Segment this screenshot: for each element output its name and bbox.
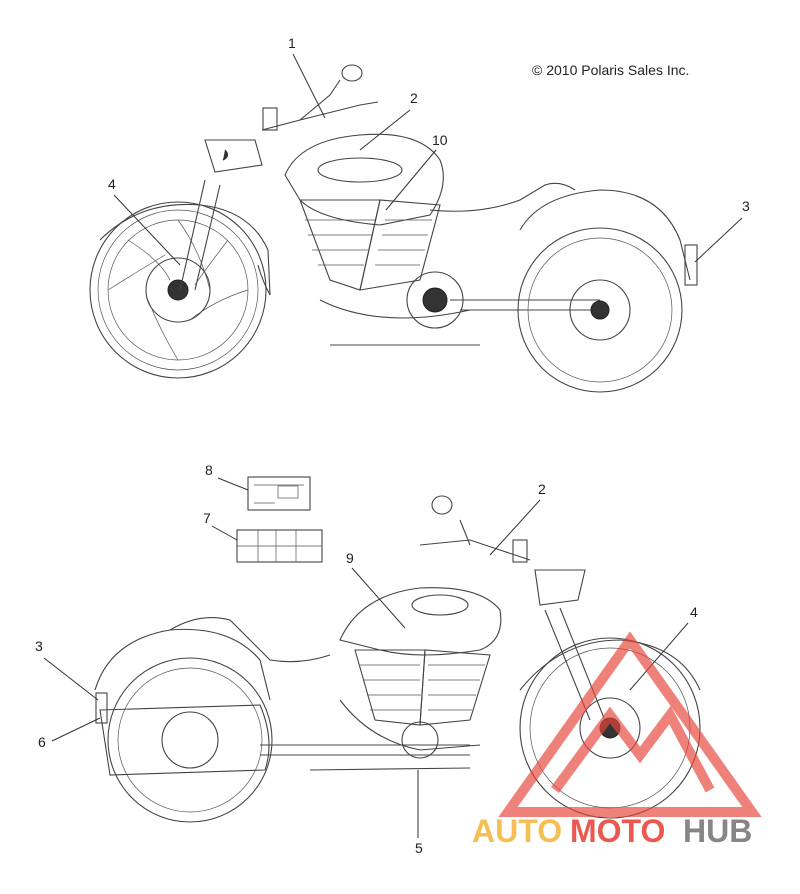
decal-7 bbox=[211, 525, 323, 563]
bottom-engine bbox=[339, 649, 491, 759]
callout-top-2: 2 bbox=[410, 90, 418, 106]
callout-top-1: 1 bbox=[288, 35, 296, 51]
top-fuel-tank bbox=[284, 133, 444, 226]
bottom-callouts: 2 9 4 3 6 5 bbox=[35, 481, 698, 856]
callout-bottom-2: 2 bbox=[538, 481, 546, 497]
top-motorcycle-drawing bbox=[89, 64, 698, 393]
callout-bottom-9: 9 bbox=[346, 550, 354, 566]
watermark-moto: MOTO bbox=[570, 813, 665, 849]
callout-bottom-6: 6 bbox=[38, 734, 46, 750]
top-headlight bbox=[204, 139, 263, 173]
bottom-seat bbox=[169, 617, 331, 663]
warning-triangle-logo bbox=[498, 631, 762, 817]
bottom-saddlebag bbox=[99, 704, 270, 776]
callout-bottom-5: 5 bbox=[415, 840, 423, 856]
top-engine bbox=[299, 199, 471, 329]
callout-bottom-4: 4 bbox=[690, 604, 698, 620]
top-callouts: 1 2 10 4 3 bbox=[108, 35, 750, 266]
copyright-text: © 2010 Polaris Sales Inc. bbox=[532, 62, 689, 78]
top-rear-wheel bbox=[517, 227, 683, 393]
bottom-exhaust bbox=[260, 744, 471, 771]
bottom-mirror bbox=[431, 495, 453, 515]
bottom-fork bbox=[544, 607, 605, 721]
bottom-rear-fender bbox=[94, 628, 271, 701]
watermark-logo: AUTO MOTO HUB bbox=[472, 631, 762, 849]
top-handlebar bbox=[261, 79, 379, 131]
watermark-hub: HUB bbox=[683, 813, 752, 849]
top-front-wheel bbox=[89, 201, 267, 379]
decal-8 bbox=[217, 476, 311, 511]
top-rear-fender bbox=[519, 189, 691, 281]
top-seat bbox=[429, 182, 576, 212]
top-mirror bbox=[341, 64, 363, 82]
callout-bottom-3: 3 bbox=[35, 638, 43, 654]
bottom-motorcycle-drawing bbox=[94, 495, 701, 823]
bottom-fuel-tank bbox=[339, 587, 502, 656]
top-front-fender bbox=[99, 203, 271, 296]
callout-top-4: 4 bbox=[108, 176, 116, 192]
callout-bottom-8: 8 bbox=[205, 462, 213, 478]
callout-bottom-7: 7 bbox=[203, 510, 211, 526]
bottom-rear-wheel bbox=[107, 657, 273, 823]
top-fork bbox=[179, 179, 221, 291]
callout-top-10: 10 bbox=[432, 132, 448, 148]
bottom-handlebar bbox=[419, 519, 531, 561]
bottom-headlight bbox=[534, 569, 586, 606]
watermark-auto: AUTO bbox=[472, 813, 562, 849]
callout-top-3: 3 bbox=[742, 198, 750, 214]
top-swingarm bbox=[450, 299, 600, 311]
